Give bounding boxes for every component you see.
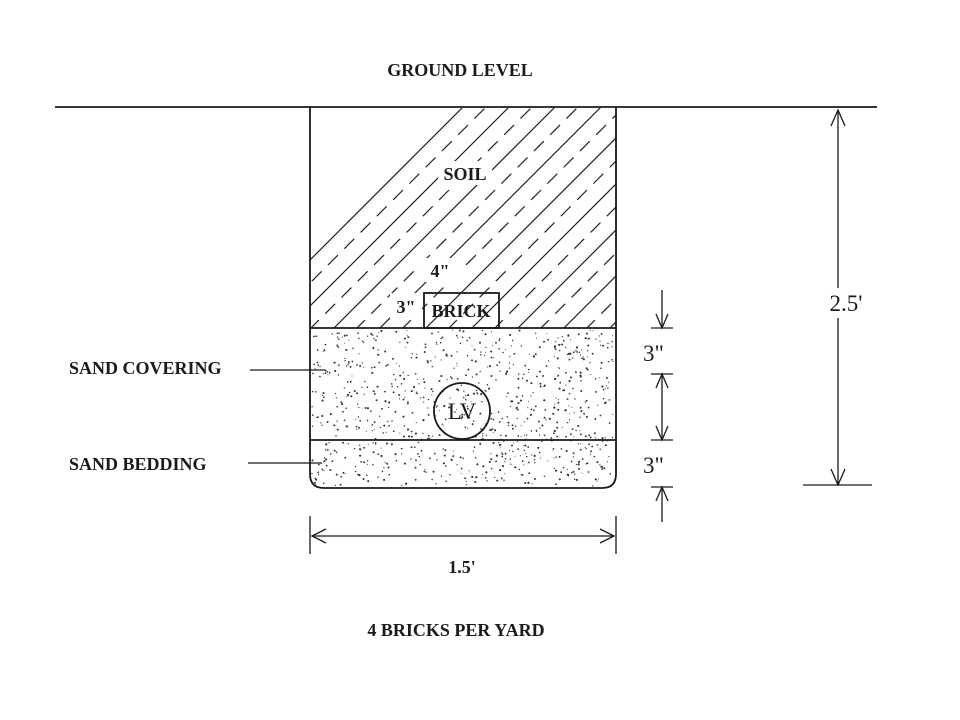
lv-cable-circle: [433, 382, 491, 440]
ground-level-label: GROUND LEVEL: [387, 60, 533, 80]
trench-outline: [309, 107, 617, 489]
layer-depth-dimension: [651, 290, 673, 522]
brick-label: BRICK: [431, 301, 490, 321]
brick-height-label: 3": [397, 297, 416, 317]
soil-label: SOIL: [443, 164, 486, 184]
covering-depth-label: 3": [643, 341, 664, 366]
lv-cable-label: LV: [448, 399, 477, 424]
trench-width-dimension: [309, 516, 617, 554]
brick-height-label-bg: [390, 293, 422, 319]
sand-covering-label: SAND COVERING: [69, 358, 222, 378]
trench-width-label: 1.5': [448, 557, 476, 577]
trench-depth-label-bg: [822, 288, 870, 318]
soil-hatch: [310, 108, 616, 328]
bedding-depth-label: 3": [643, 453, 664, 478]
brick-width-label: 4": [431, 261, 450, 281]
sand-bedding-label: SAND BEDDING: [69, 454, 207, 474]
brick-rect: [423, 292, 500, 329]
trench-depth-label: 2.5': [830, 291, 863, 316]
bricks-per-yard-note: 4 BRICKS PER YARD: [367, 620, 544, 640]
soil-label-bg: [438, 161, 492, 185]
brick-width-label-bg: [420, 258, 460, 282]
